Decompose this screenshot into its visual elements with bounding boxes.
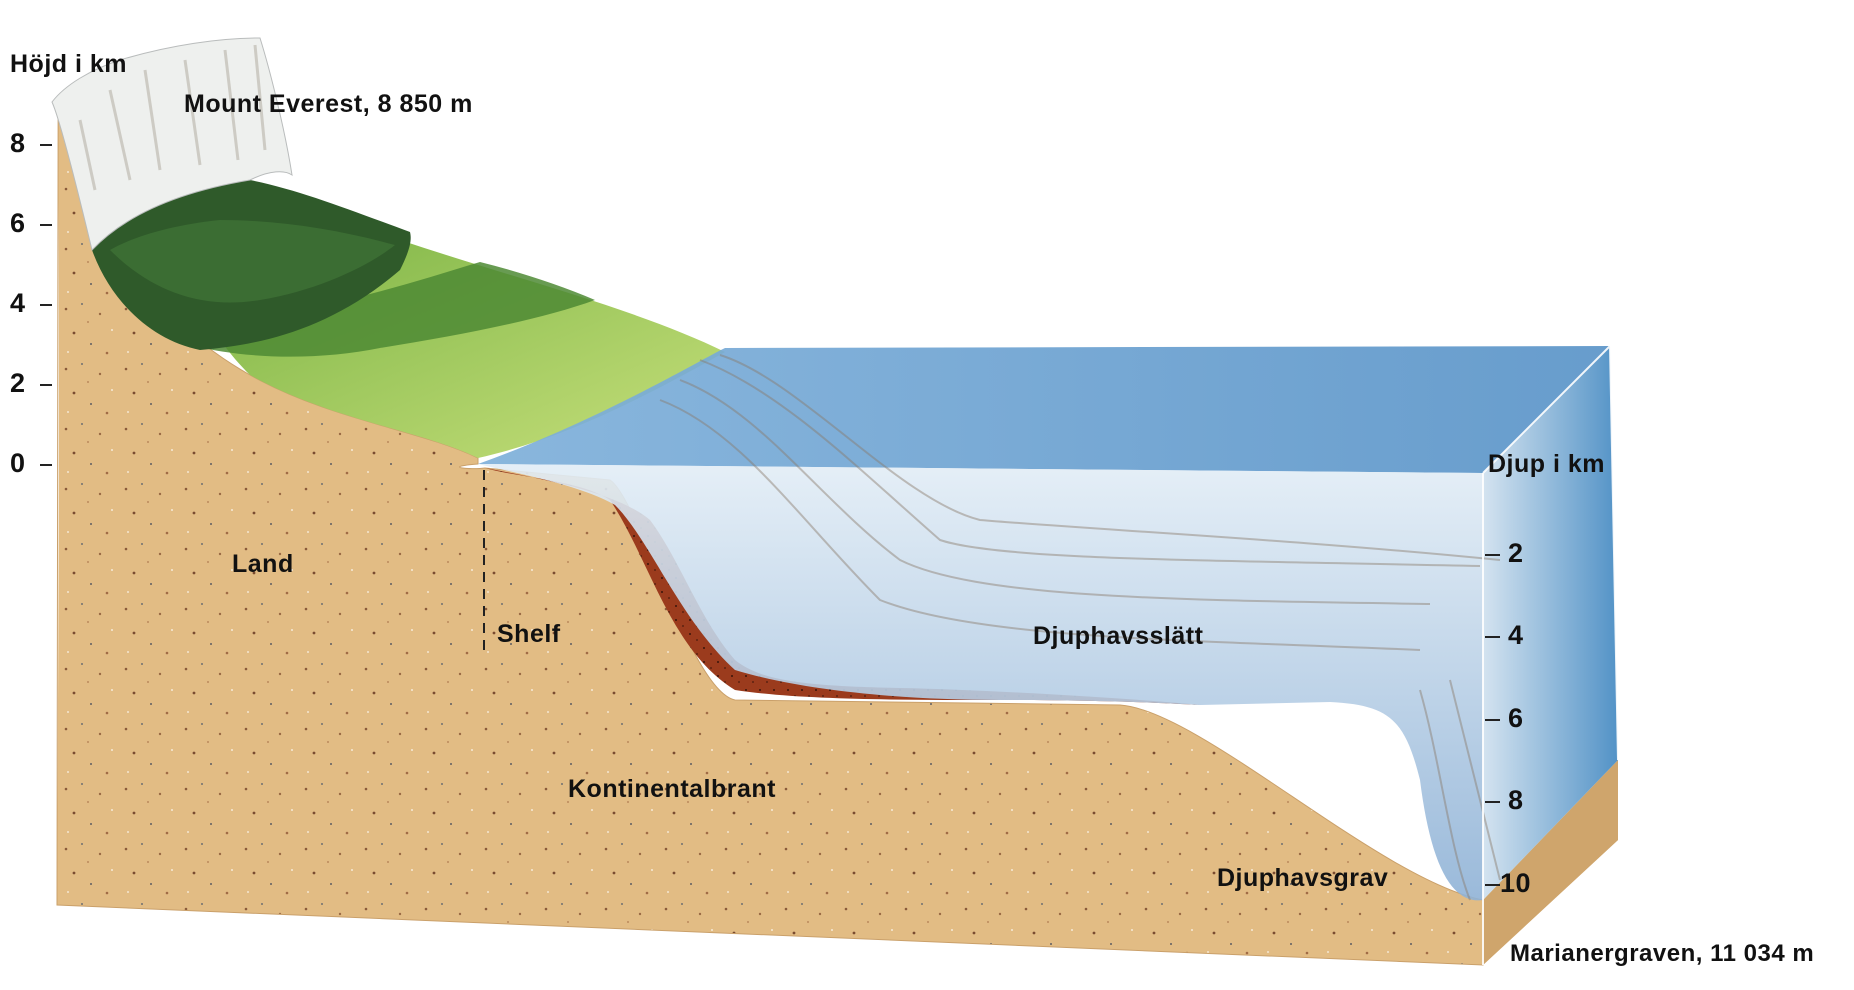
shelf-label: Shelf [497, 620, 561, 648]
land-label: Land [232, 550, 294, 578]
elevation-tick-label: 4 [10, 288, 26, 318]
continental-slope-label: Kontinentalbrant [568, 775, 776, 803]
elevation-tick-label: 0 [10, 448, 26, 478]
sea-surface [478, 346, 1610, 473]
sea-side-face [1483, 346, 1618, 900]
ocean-trench-label: Djuphavsgrav [1217, 864, 1389, 892]
elevation-axis-title: Höjd i km [10, 50, 128, 78]
everest-label: Mount Everest, 8 850 m [184, 90, 473, 118]
elevation-tick-label: 6 [10, 208, 26, 238]
elevation-tick-label: 2 [10, 368, 26, 398]
everest-rock-streaks [78, 44, 267, 191]
abyssal-plain-label: Djuphavsslätt [1033, 622, 1204, 650]
depth-tick-label: 2 [1508, 538, 1524, 568]
depth-tick-label: 6 [1508, 703, 1524, 733]
depth-axis-title: Djup i km [1488, 450, 1606, 478]
depth-tick-label: 8 [1508, 785, 1524, 815]
land-block-bottom-right [1483, 760, 1618, 965]
everest-snow [51, 37, 293, 252]
sea-front-face [478, 464, 1483, 901]
depth-tick-label: 10 [1500, 868, 1532, 898]
elevation-tick-label: 8 [10, 128, 26, 158]
seabed-streaks [659, 354, 1501, 901]
mariana-trench-label: Marianergraven, 11 034 m [1510, 940, 1815, 967]
forest-highlight [110, 220, 395, 303]
sea-box-edges [1482, 345, 1619, 965]
depth-axis-ticks [1485, 554, 1500, 886]
shrub-band [190, 262, 595, 357]
elevation-axis-ticks [40, 144, 52, 466]
depth-tick-label: 4 [1508, 620, 1524, 650]
